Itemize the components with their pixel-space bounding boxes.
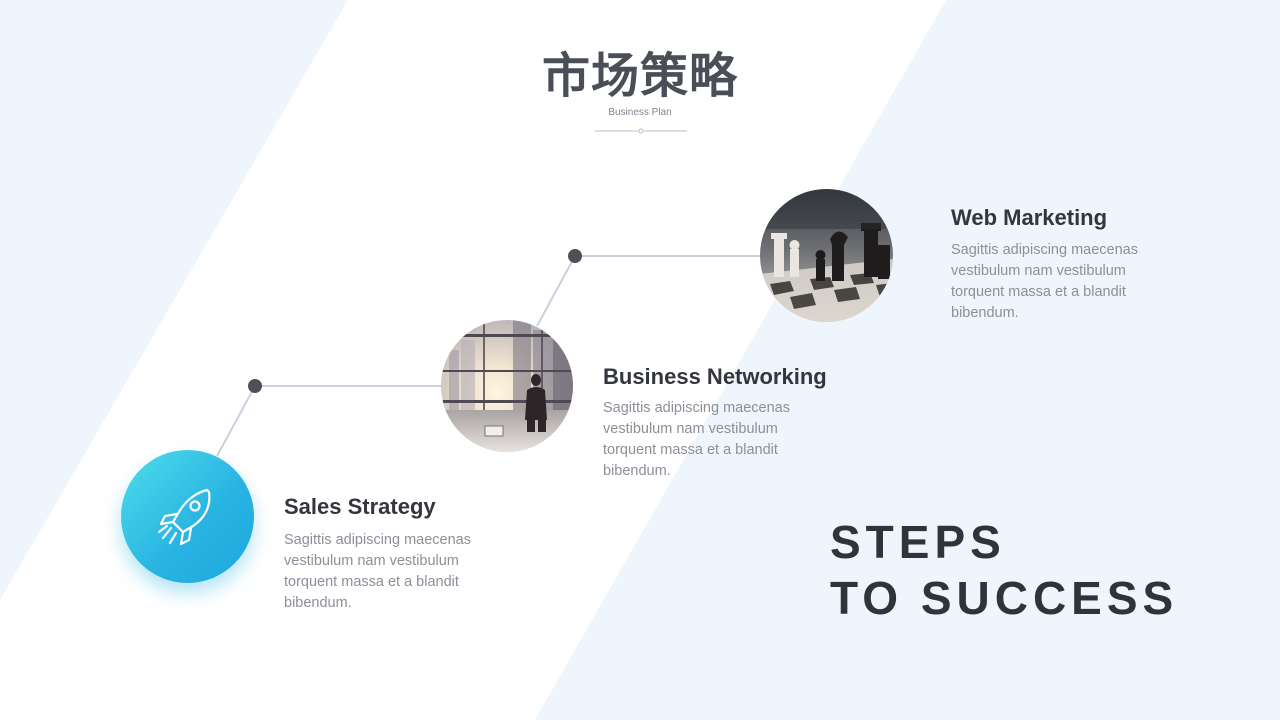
slogan-line-1: STEPS [830, 516, 1006, 568]
page-subtitle: Business Plan [608, 107, 672, 118]
page-title: 市场策略 [541, 48, 738, 104]
connector-line [216, 385, 256, 457]
web-marketing-description: Sagittis adipiscing maecenas vestibulum … [951, 242, 1138, 321]
business-networking-title: Business Networking [603, 364, 827, 389]
connector-line [536, 255, 576, 327]
sales-strategy-circle [121, 450, 254, 583]
business-networking-description: Sagittis adipiscing maecenas vestibulum … [603, 400, 790, 479]
sales-strategy-description: Sagittis adipiscing maecenas vestibulum … [284, 532, 471, 611]
title-divider [595, 128, 687, 134]
business-networking-photo [441, 320, 573, 452]
connector-dot [248, 379, 262, 393]
sales-strategy-title: Sales Strategy [284, 494, 436, 519]
rocket-icon [157, 488, 211, 546]
web-marketing-photo [760, 189, 893, 322]
web-marketing-title: Web Marketing [951, 205, 1108, 230]
slogan-line-2: TO SUCCESS [830, 572, 1179, 624]
connector-dot [568, 249, 582, 263]
